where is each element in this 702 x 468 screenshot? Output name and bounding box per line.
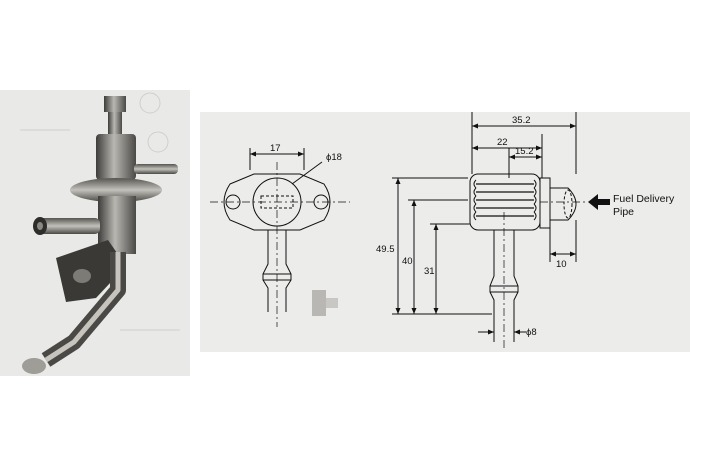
callout-label-line1: Fuel Delivery (613, 193, 675, 205)
label-35-2: 35.2 (512, 115, 531, 126)
threaded-stud (108, 112, 122, 134)
label-phi8: ϕ8 (526, 327, 537, 338)
dimension-drawing-panel: 17 ϕ18 35.2 22 15.2 49.5 40 31 10 ϕ8 Fue… (200, 112, 690, 352)
background-scan-marks (20, 92, 180, 331)
regulator-photo-panel (0, 90, 190, 376)
mounting-bracket (56, 240, 126, 302)
outlet-tube (489, 230, 519, 342)
label-15-2: 15.2 (515, 146, 534, 157)
flange-plate (223, 173, 331, 231)
label-31: 31 (424, 266, 435, 277)
label-phi18: ϕ18 (326, 152, 342, 163)
right-view (392, 112, 610, 348)
label-22: 22 (497, 137, 508, 148)
label-17: 17 (270, 143, 281, 154)
vacuum-nipple (134, 164, 178, 174)
inlet-pipe (36, 218, 100, 234)
label-40: 40 (402, 256, 413, 267)
callout-label-line2: Pipe (613, 206, 634, 218)
label-49-5: 49.5 (376, 244, 395, 255)
upper-body (96, 134, 136, 180)
outlet-end (22, 358, 46, 374)
arrow-left-icon (588, 194, 610, 210)
dimension-drawing: 17 ϕ18 35.2 22 15.2 49.5 40 31 10 ϕ8 Fue… (210, 112, 675, 348)
crimp-flange (70, 178, 162, 202)
end-nipple (550, 187, 577, 221)
left-tube (262, 230, 292, 312)
regulator-photo (20, 92, 180, 374)
mounting-flange (539, 177, 551, 229)
left-view (210, 148, 350, 327)
top-nut (104, 96, 126, 112)
regulator-body (469, 173, 541, 231)
label-10: 10 (556, 259, 567, 270)
